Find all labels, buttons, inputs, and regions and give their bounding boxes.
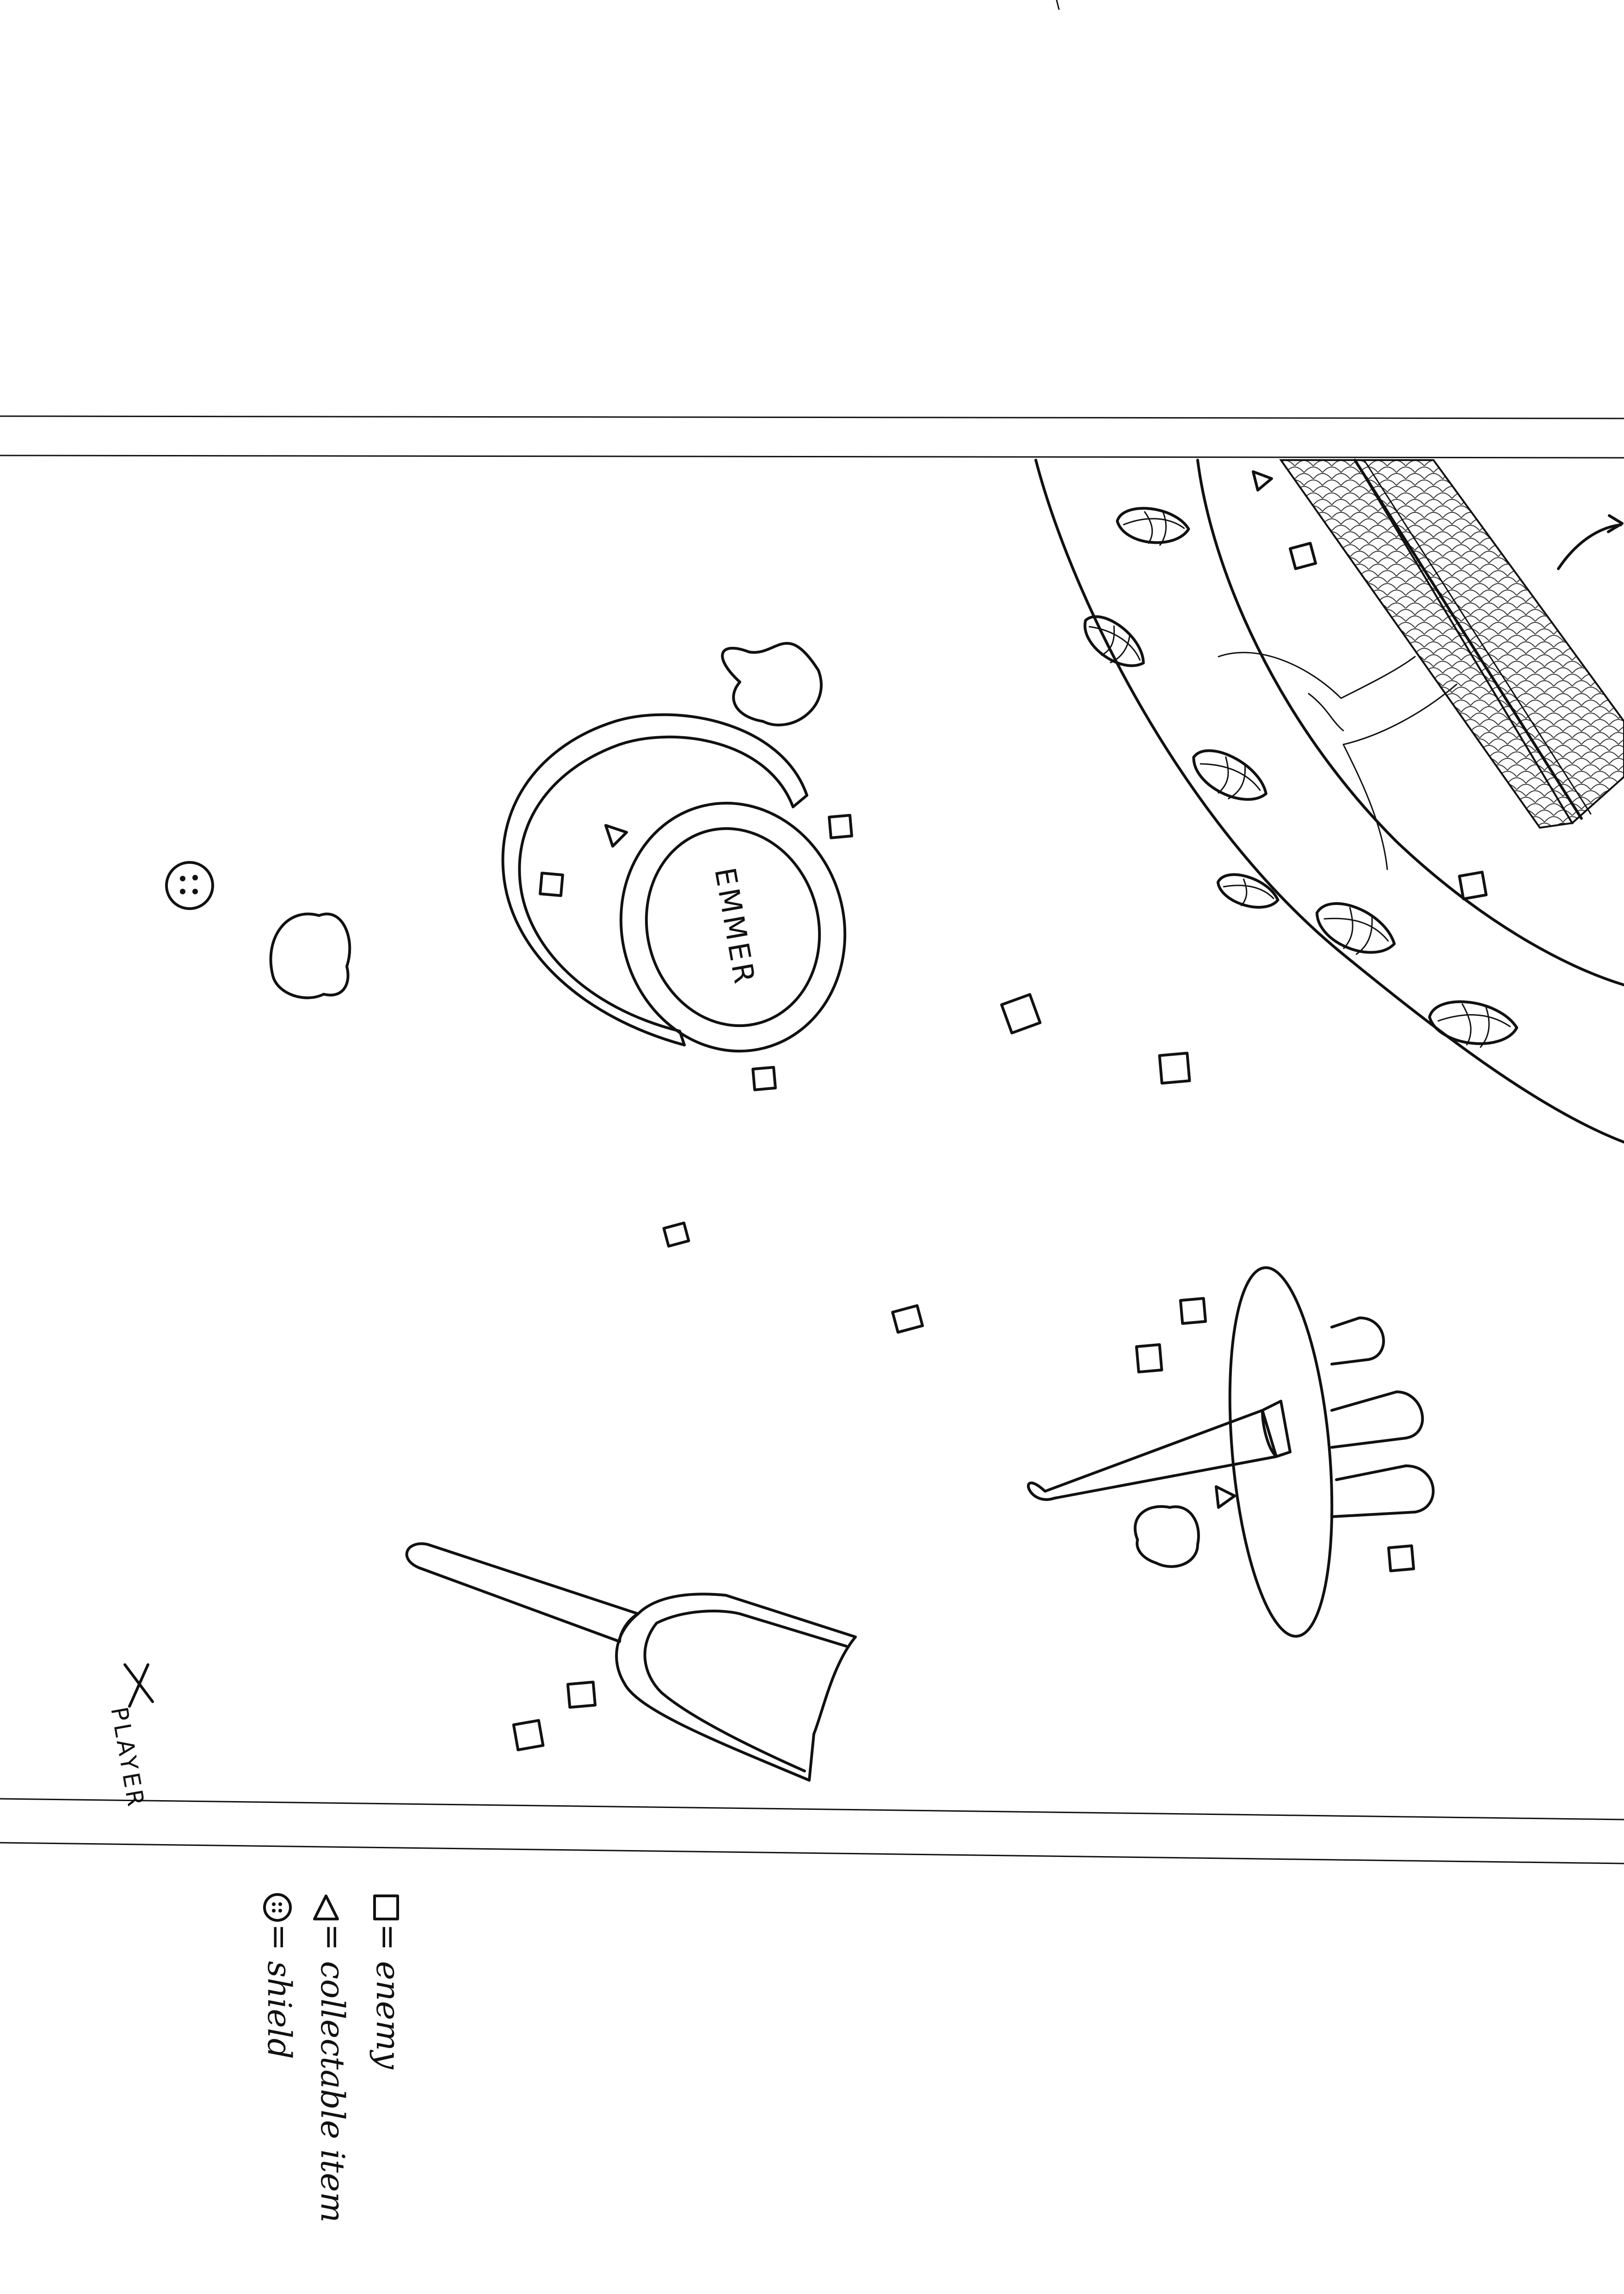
shield-pickup-icon	[166, 862, 213, 909]
legend: = enemy = collectable item = shield	[260, 1894, 407, 2223]
legend-item-enemy: = enemy	[369, 1896, 407, 2070]
enemy-square-icon	[1002, 995, 1040, 1033]
leaf-icon	[1075, 607, 1152, 679]
legend-item-collectable: = collectable item	[314, 1896, 351, 2223]
player-x-icon	[125, 1665, 153, 1706]
emmer-label: EMMER	[708, 865, 762, 989]
panel-dividers	[0, 0, 1624, 1863]
enemy-square-icon	[1159, 1053, 1189, 1083]
legend-enemy-text: = enemy	[369, 1924, 407, 2070]
enemy-square-icon	[1459, 872, 1486, 899]
enemy-square-icon	[829, 815, 852, 838]
legend-shield-text: = shield	[260, 1924, 298, 2059]
player-label: PLAYER	[105, 1705, 150, 1811]
collectable-triangle-icon	[314, 1896, 338, 1919]
leaf-icon	[1426, 996, 1520, 1052]
enemy-square-icon	[664, 1223, 689, 1246]
scaled-river	[1281, 460, 1624, 828]
shovel-structure	[407, 1544, 855, 1780]
sword-structure	[1028, 1263, 1433, 1640]
player-marker: PLAYER	[105, 1665, 153, 1811]
enemy-square-icon	[1389, 1546, 1414, 1571]
enemy-square-icon	[1137, 1345, 1162, 1372]
enemy-square-icon	[568, 1682, 595, 1708]
collectable-triangle-icon	[1253, 472, 1272, 490]
legend-collectable-text: = collectable item	[314, 1924, 351, 2223]
enemy-square-icon	[892, 1306, 923, 1333]
leaf-icon	[1308, 893, 1402, 967]
shield-pickup-icon	[265, 1894, 290, 1920]
leaf-icon	[1114, 503, 1191, 549]
rock-icon	[1135, 1507, 1199, 1567]
rocks	[271, 643, 1199, 1567]
collectables	[606, 472, 1272, 1507]
rock-icon	[271, 914, 350, 998]
legend-item-shield: = shield	[260, 1894, 298, 2059]
rock-icon	[722, 643, 821, 725]
collectable-triangle-icon	[606, 825, 627, 846]
enemy-square-icon	[514, 1721, 543, 1750]
enemy-square-icon	[375, 1896, 398, 1919]
enemy-square-icon	[540, 873, 563, 896]
enemies	[514, 543, 1486, 1750]
enemy-square-icon	[753, 1067, 775, 1090]
enemy-square-icon	[1290, 543, 1316, 569]
collectable-triangle-icon	[1216, 1487, 1235, 1507]
leaf-icon	[1184, 740, 1273, 813]
enemy-square-icon	[1181, 1298, 1206, 1323]
leaf-icon	[1213, 868, 1282, 916]
